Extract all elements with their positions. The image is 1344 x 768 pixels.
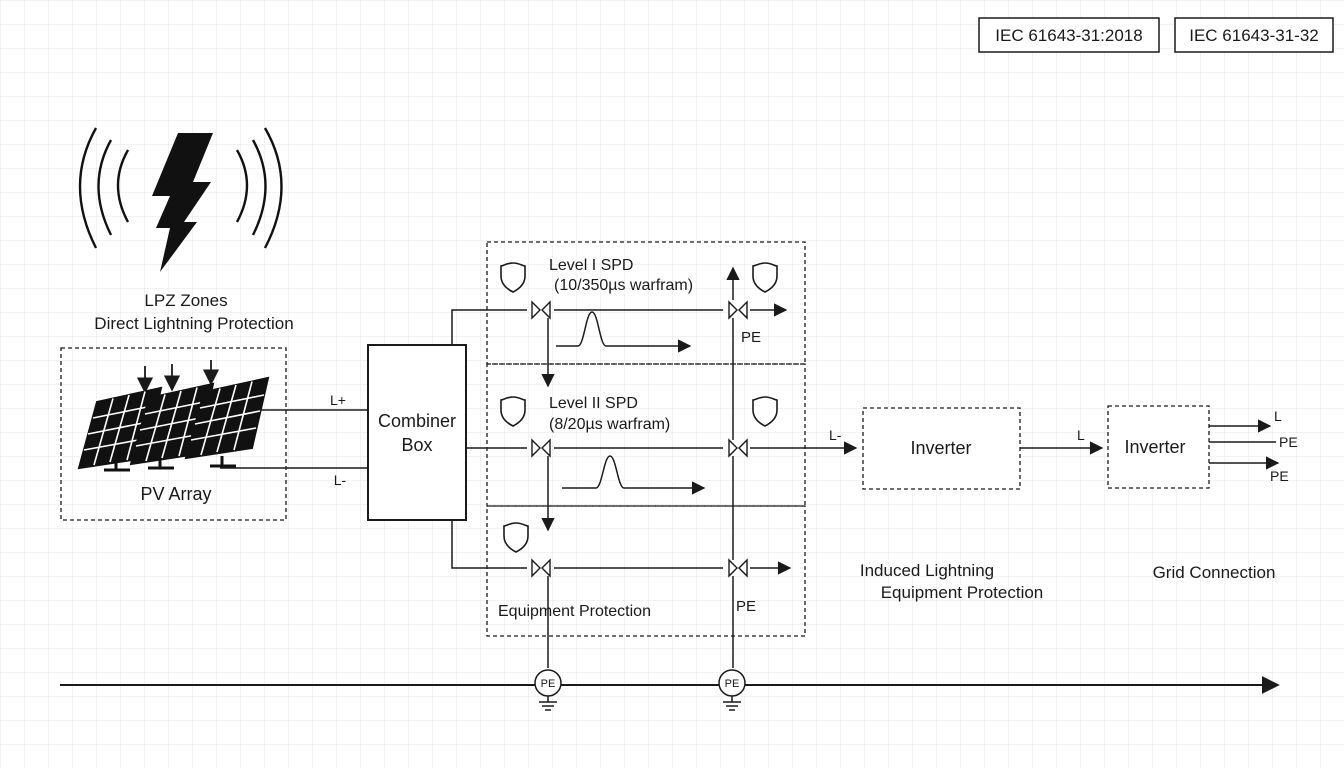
- inverter-2-box: [1107, 405, 1210, 489]
- combiner-label-2: Box: [401, 435, 432, 455]
- l-plus-label: L+: [330, 392, 346, 408]
- level-2-waveform: (8/20µs warfram): [549, 416, 670, 433]
- standard-1-text: IEC 61643-31:2018: [995, 26, 1142, 45]
- ground-pe-node-2: PE: [718, 669, 746, 711]
- standard-badge-1: IEC 61643-31:2018: [978, 17, 1160, 53]
- combiner-box: [367, 344, 467, 521]
- vertical-bus-lines: [541, 266, 740, 668]
- lpz-subtitle: Direct Lightning Protection: [94, 314, 293, 333]
- grid-connection-caption: Grid Connection: [1153, 563, 1276, 582]
- pv-array-label: PV Array: [140, 484, 211, 504]
- pe-label-top: PE: [741, 329, 761, 346]
- lpz-title: LPZ Zones: [144, 291, 227, 310]
- ground-icon: [723, 696, 741, 711]
- combiner-output-wires: [451, 309, 527, 569]
- induced-caption-2: Equipment Protection: [881, 583, 1044, 602]
- grid-output-wires: [1209, 419, 1280, 470]
- l-minus-label: L-: [334, 472, 347, 488]
- inverter-1-input-label: L-: [829, 427, 842, 443]
- inverter-1-box: [862, 407, 1021, 490]
- standard-badge-2: IEC 61643-31-32: [1174, 17, 1334, 53]
- grid-output-pe-2: PE: [1270, 468, 1289, 484]
- grid-output-l: L: [1274, 408, 1282, 424]
- solar-panels-icon: [78, 377, 269, 472]
- ground-pe-label-2: PE: [725, 678, 740, 690]
- waveform-icons: [556, 311, 706, 495]
- spd-level-2-zone: [486, 363, 806, 507]
- standard-2-text: IEC 61643-31-32: [1189, 26, 1318, 45]
- sun-rays-arrows: [136, 360, 220, 394]
- ground-icon: [539, 696, 557, 711]
- pe-label-bottom: PE: [736, 598, 756, 615]
- combiner-label-1: Combiner: [378, 411, 456, 431]
- level-2-title: Level II SPD: [549, 395, 638, 412]
- ground-pe-node-1: PE: [534, 669, 562, 711]
- equipment-protection-label: Equipment Protection: [498, 603, 651, 620]
- spd-bus-lines: [554, 303, 858, 575]
- grid-output-pe-1: PE: [1279, 434, 1298, 450]
- radio-waves-icon: [78, 127, 283, 249]
- pv-array-zone: [60, 347, 287, 521]
- inverter-1-label: Inverter: [910, 438, 971, 458]
- lightning-icon: [78, 127, 283, 272]
- inverter-2-label: Inverter: [1124, 437, 1185, 457]
- spd-level-1-zone: [486, 241, 806, 365]
- induced-caption-1: Induced Lightning: [860, 561, 994, 580]
- inverter-2-input-label: L: [1077, 427, 1085, 443]
- level-1-waveform: (10/350µs warfram): [554, 277, 693, 294]
- level-1-title: Level I SPD: [549, 257, 633, 274]
- ground-pe-label-1: PE: [541, 678, 556, 690]
- spd-zones: [486, 241, 806, 637]
